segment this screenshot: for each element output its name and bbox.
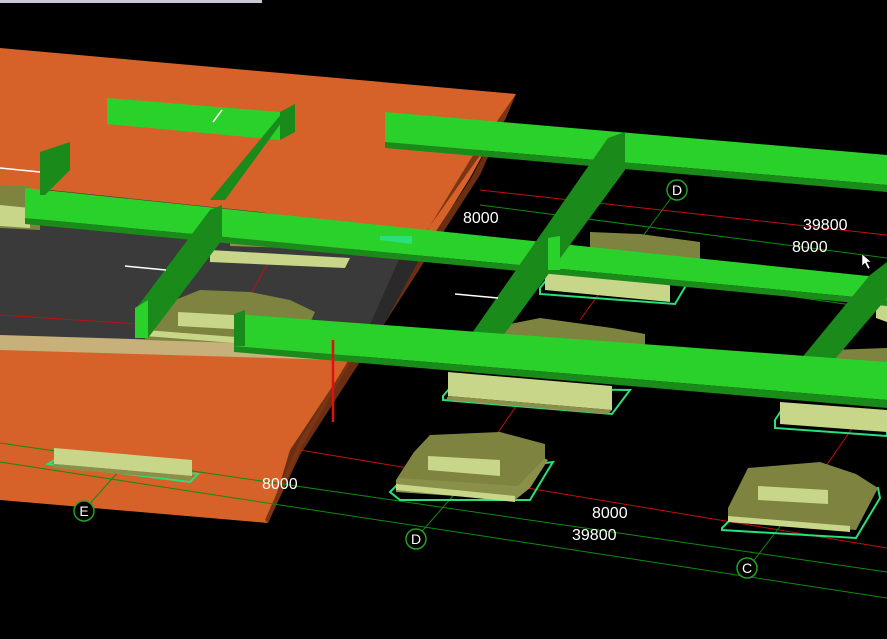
axis-bubble-d-bottom[interactable]: D bbox=[405, 528, 427, 550]
beam-vertical-left[interactable] bbox=[210, 104, 295, 200]
annotation-ticks bbox=[0, 109, 499, 299]
beam-vertical-mid[interactable] bbox=[470, 132, 625, 340]
beam-vertical-pit[interactable] bbox=[135, 205, 222, 338]
axis-label-d-bottom: D bbox=[411, 531, 421, 547]
axis-bubble-e[interactable]: E bbox=[73, 500, 95, 522]
cursor-arrow-icon bbox=[861, 253, 872, 270]
beam-near[interactable] bbox=[234, 310, 887, 408]
footing-d-bottom[interactable] bbox=[388, 432, 555, 502]
dim-8000-slab: 8000 bbox=[262, 476, 298, 493]
axis-label-c: C bbox=[742, 560, 752, 576]
axis-label-e: E bbox=[79, 503, 88, 519]
axis-bubble-c[interactable]: C bbox=[736, 557, 758, 579]
beam-middle[interactable] bbox=[25, 188, 887, 306]
footing-e-bottom[interactable] bbox=[45, 448, 201, 484]
dim-8000-bottom: 8000 bbox=[592, 505, 628, 522]
beam-far-top[interactable] bbox=[385, 112, 887, 192]
beam-left-stub[interactable] bbox=[40, 142, 70, 195]
dim-39800-bottom: 39800 bbox=[572, 527, 617, 544]
dim-8000-top-left: 8000 bbox=[463, 210, 499, 227]
beam-vertical-right[interactable] bbox=[800, 262, 887, 365]
axis-label-d-top: D bbox=[672, 182, 682, 198]
dim-8000-top-right: 8000 bbox=[792, 239, 828, 256]
dim-39800-top: 39800 bbox=[803, 217, 848, 234]
pit-wall bbox=[360, 234, 430, 350]
top-toolbar-edge bbox=[0, 0, 262, 3]
footing-c-bottom[interactable] bbox=[721, 462, 882, 540]
axis-bubble-d-top[interactable]: D bbox=[666, 179, 688, 201]
